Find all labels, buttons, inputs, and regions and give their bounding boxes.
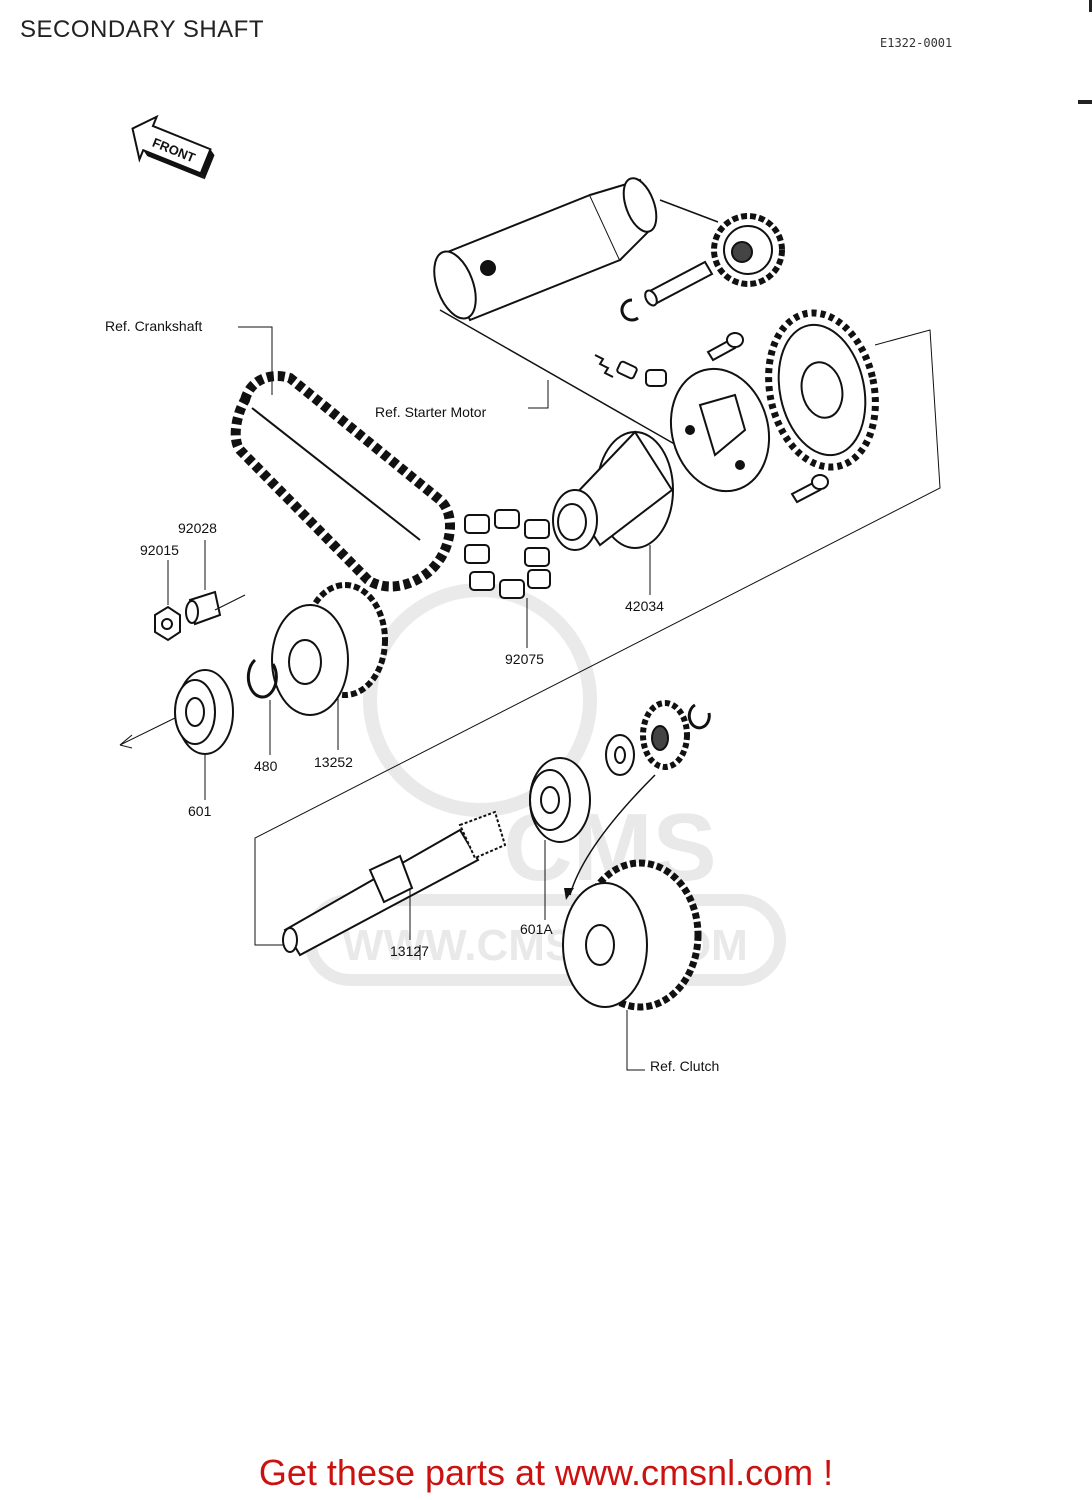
circlip-gear bbox=[687, 703, 711, 730]
part-label-13127: 13127 bbox=[390, 943, 429, 959]
edge-mark bbox=[1078, 100, 1092, 104]
parts-cta-link[interactable]: Get these parts at www.cmsnl.com ! bbox=[0, 1452, 1092, 1494]
clutch-housing bbox=[562, 859, 702, 1011]
ref-crankshaft-label: Ref. Crankshaft bbox=[105, 318, 203, 334]
exploded-parts-diagram: WWW.CMSNL.COM CMS FRONT bbox=[119, 114, 941, 1071]
leader-lines bbox=[167, 326, 941, 1071]
primary-gear-small bbox=[640, 700, 690, 770]
part-label-42034: 42034 bbox=[625, 598, 664, 614]
shaft-13127 bbox=[282, 810, 507, 957]
collar-92028 bbox=[185, 590, 222, 626]
bolt-upper bbox=[706, 332, 744, 362]
assembly-arrow bbox=[569, 774, 656, 896]
edge-mark-top bbox=[1089, 0, 1092, 12]
part-label-601A: 601A bbox=[520, 921, 553, 937]
part-label-92075: 92075 bbox=[505, 651, 544, 667]
cta-text[interactable]: Get these parts at www.cmsnl.com ! bbox=[258, 1452, 834, 1493]
ref-starter-motor-label: Ref. Starter Motor bbox=[375, 404, 487, 420]
leader-collar bbox=[214, 594, 246, 611]
spring-plunger bbox=[594, 354, 667, 387]
starter-driven-gear bbox=[765, 309, 879, 471]
nut-92015 bbox=[154, 605, 181, 642]
starter-sprocket bbox=[659, 199, 785, 287]
bearing-601 bbox=[119, 669, 234, 755]
part-label-13252: 13252 bbox=[314, 754, 353, 770]
damper-92075 bbox=[464, 509, 551, 599]
circlip-480 bbox=[246, 658, 278, 699]
part-label-601: 601 bbox=[188, 803, 212, 819]
starter-motor bbox=[433, 177, 686, 451]
bearing-601A bbox=[529, 757, 591, 843]
part-label-480: 480 bbox=[254, 758, 278, 774]
diagram-code: E1322-0001 bbox=[880, 36, 953, 50]
circlip-small bbox=[620, 298, 639, 322]
idle-shaft bbox=[644, 260, 714, 307]
ref-clutch-label: Ref. Clutch bbox=[650, 1058, 720, 1074]
gear-42034 bbox=[552, 430, 674, 551]
part-label-92015: 92015 bbox=[140, 542, 179, 558]
starter-clutch bbox=[669, 367, 771, 493]
part-label-92028: 92028 bbox=[178, 520, 217, 536]
page-title: SECONDARY SHAFT bbox=[20, 16, 264, 43]
drive-chain bbox=[230, 371, 456, 592]
front-arrow-icon: FRONT bbox=[131, 114, 215, 180]
bolt-lower bbox=[790, 474, 829, 504]
sprocket-13252 bbox=[271, 582, 388, 716]
washer bbox=[605, 734, 635, 776]
